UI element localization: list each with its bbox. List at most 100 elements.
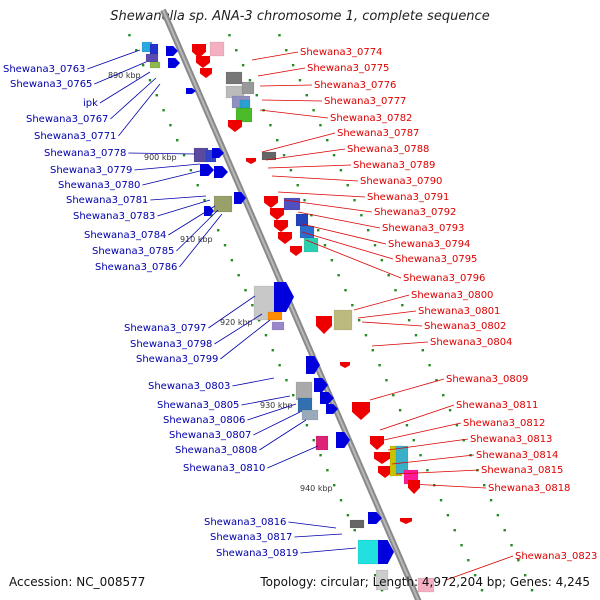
reverse-gene-arrow — [400, 518, 412, 524]
gene-label-shewana3_0795: Shewana3_0795 — [395, 254, 477, 265]
leader-line — [241, 395, 291, 406]
leader-line — [110, 77, 157, 120]
gene-feature-block — [271, 321, 285, 331]
tick-dot — [428, 364, 431, 367]
leader-line — [142, 169, 205, 186]
leader-line — [259, 419, 307, 451]
reverse-gene-arrow — [274, 220, 288, 232]
tick-dot — [439, 499, 443, 502]
tick-dot — [223, 244, 227, 247]
gene-label-ipk: ipk — [83, 98, 98, 109]
leader-line — [176, 209, 219, 252]
tick-dot — [401, 304, 404, 307]
gene-label-shewana3_0804: Shewana3_0804 — [430, 337, 512, 348]
gene-label-shewana3_0784: Shewana3_0784 — [84, 230, 166, 241]
tick-dot — [255, 94, 258, 97]
tick-dot — [203, 199, 206, 202]
gene-feature-block — [283, 197, 301, 211]
tick-dot — [326, 139, 329, 142]
reverse-gene-arrow — [374, 452, 390, 464]
tick-dot — [235, 49, 238, 52]
tick-dot — [248, 79, 252, 82]
reverse-gene-arrow — [408, 480, 420, 494]
gene-label-shewana3_0801: Shewana3_0801 — [418, 306, 500, 317]
gene-feature-block — [225, 71, 243, 85]
tick-dot — [310, 214, 313, 217]
gene-label-shewana3_0788: Shewana3_0788 — [347, 144, 429, 155]
leader-line — [134, 163, 201, 171]
tick-dot — [298, 79, 302, 82]
gene-label-shewana3_0800: Shewana3_0800 — [411, 290, 493, 301]
tick-dot — [319, 124, 322, 127]
tick-dot — [278, 364, 281, 367]
tick-dot — [332, 154, 336, 157]
tick-dot — [317, 229, 320, 232]
tick-dot — [303, 199, 306, 202]
leader-line — [371, 341, 429, 347]
leader-line — [297, 211, 381, 229]
tick-dot — [442, 394, 445, 397]
leader-line — [301, 223, 387, 245]
forward-gene-arrow — [314, 378, 328, 392]
gene-feature-block — [349, 519, 365, 529]
tick-dot — [176, 139, 179, 142]
leader-line — [294, 533, 343, 538]
leader-line — [395, 469, 480, 475]
leader-line — [357, 310, 417, 319]
leader-line — [300, 547, 357, 554]
tick-dot — [282, 154, 286, 157]
gene-label-shewana3_0802: Shewana3_0802 — [424, 321, 506, 332]
gene-label-shewana3_0819: Shewana3_0819 — [216, 548, 298, 559]
tick-dot — [380, 589, 384, 592]
tick-dot — [503, 529, 506, 532]
tick-dot — [412, 439, 415, 442]
gene-label-shewana3_0796: Shewana3_0796 — [403, 273, 485, 284]
gene-label-shewana3_0814: Shewana3_0814 — [476, 450, 558, 461]
leader-line — [379, 404, 455, 431]
gene-feature-block — [241, 81, 255, 95]
leader-line — [261, 132, 336, 153]
reverse-gene-arrow — [278, 232, 292, 244]
gene-feature-block — [267, 311, 283, 321]
gene-feature-block — [261, 151, 277, 161]
leader-line — [301, 231, 394, 260]
reverse-gene-arrow — [196, 56, 210, 68]
gene-label-shewana3_0798: Shewana3_0798 — [130, 339, 212, 350]
tick-dot — [405, 424, 409, 427]
gene-label-shewana3_0813: Shewana3_0813 — [470, 434, 552, 445]
leader-line — [277, 191, 366, 198]
gene-label-shewana3_0794: Shewana3_0794 — [388, 239, 470, 250]
gene-feature-block — [295, 381, 313, 401]
leader-line — [232, 377, 275, 387]
tick-dot — [371, 349, 374, 352]
tick-dot — [251, 304, 254, 307]
tick-dot — [210, 214, 213, 217]
gene-label-shewana3_0779: Shewana3_0779 — [50, 165, 132, 176]
tick-dot — [292, 394, 295, 397]
leader-line — [99, 71, 151, 104]
tick-dot — [364, 334, 368, 337]
gene-label-shewana3_0791: Shewana3_0791 — [367, 192, 449, 203]
tick-dot — [357, 319, 361, 322]
leader-line — [305, 239, 402, 279]
leader-line — [157, 199, 211, 217]
reverse-gene-arrow — [200, 68, 212, 78]
tick-dot — [148, 79, 152, 82]
gene-label-shewana3_0778: Shewana3_0778 — [44, 148, 126, 159]
leader-line — [288, 521, 337, 529]
tick-dot — [392, 394, 395, 397]
gene-label-shewana3_0803: Shewana3_0803 — [148, 381, 230, 392]
tick-dot — [517, 559, 520, 562]
reverse-gene-arrow — [264, 196, 278, 208]
leader-line — [257, 67, 306, 77]
tick-dot — [135, 49, 138, 52]
tick-dot — [407, 319, 411, 322]
tick-dot — [460, 544, 463, 547]
reverse-gene-arrow — [290, 246, 302, 256]
forward-gene-arrow — [234, 192, 246, 204]
gene-label-shewana3_0806: Shewana3_0806 — [163, 415, 245, 426]
tick-dot — [189, 169, 193, 172]
tick-dot — [448, 409, 452, 412]
tick-dot — [455, 424, 459, 427]
